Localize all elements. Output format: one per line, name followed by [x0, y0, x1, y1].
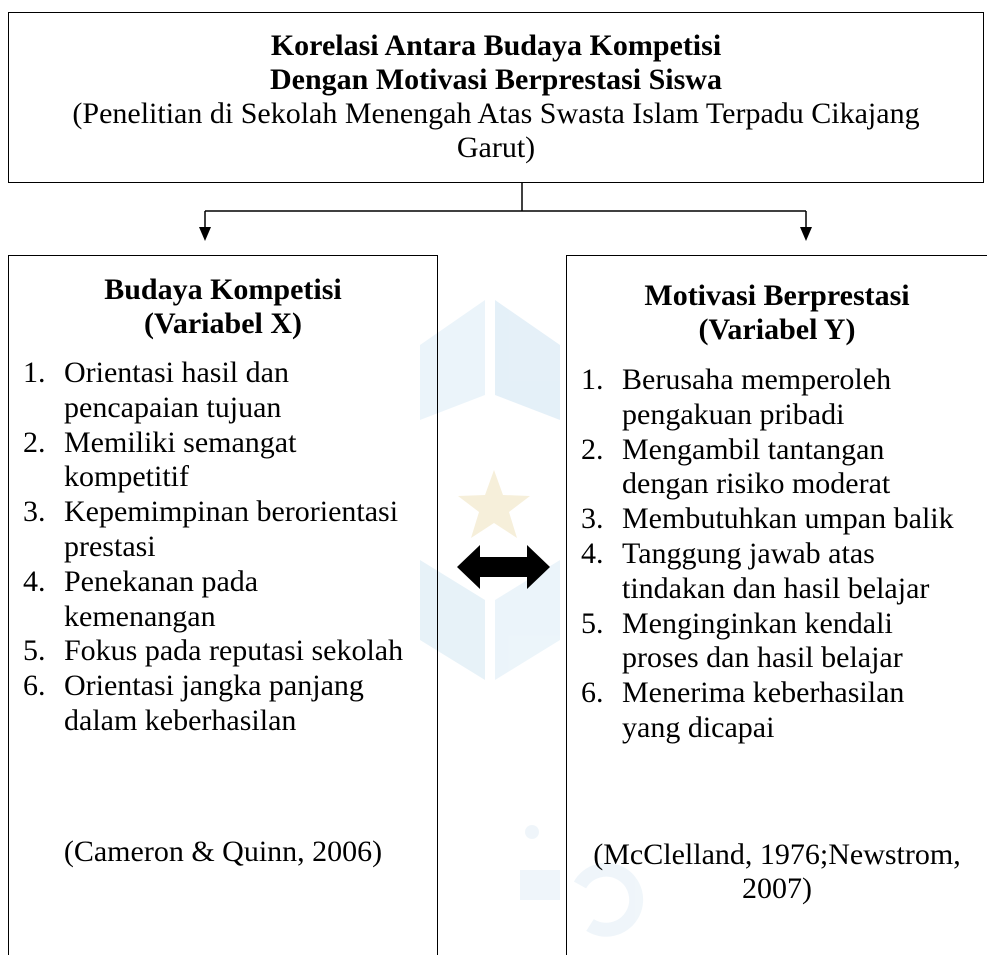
title-box: Korelasi Antara Budaya Kompetisi Dengan … — [8, 12, 984, 183]
item-text: Membutuhkan umpan balik — [622, 502, 954, 536]
item-text: Kepemimpinan berorientasi — [64, 495, 399, 529]
item-text: Menginginkan kendali — [622, 606, 893, 640]
item-number: 3. — [23, 495, 46, 529]
item-text: yang dicapai — [622, 710, 775, 744]
item-text: tindakan dan hasil belajar — [622, 571, 930, 605]
variable-x-label: (Variabel X) — [143, 307, 303, 340]
item-number: 5. — [23, 634, 46, 668]
variable-y-box: Motivasi Berprestasi (Variabel Y) 1. Beru… — [566, 255, 987, 955]
item-text: prestasi — [64, 529, 156, 563]
variable-y-title: Motivasi Berprestasi — [644, 279, 910, 312]
variable-x-citation: (Cameron & Quinn, 2006) — [63, 835, 383, 868]
item-text: dengan risiko moderat — [622, 467, 891, 501]
variable-y-heading: Motivasi Berprestasi (Variabel Y) — [567, 279, 987, 347]
item-text: Berusaha memperoleh — [622, 363, 892, 396]
list-item: 3. Membutuhkan umpan balik — [567, 502, 987, 537]
item-text: kompetitif — [64, 460, 189, 494]
item-number: 4. — [23, 564, 46, 598]
item-text: dalam keberhasilan — [64, 703, 297, 737]
citation-line-2: 2007) — [742, 872, 812, 905]
item-text: Penekanan pada — [64, 564, 259, 598]
item-number: 1. — [23, 356, 46, 389]
title-subtitle: (Penelitian di Sekolah Menengah Atas Swa… — [72, 97, 920, 164]
item-number: 6. — [23, 669, 46, 703]
down-arrow-icon — [199, 227, 211, 241]
item-text: Fokus pada reputasi sekolah — [64, 634, 404, 668]
item-number: 6. — [581, 676, 604, 710]
citation-line-1: (McClelland, 1976;Newstrom, — [593, 838, 961, 871]
item-number: 5. — [581, 606, 604, 640]
item-text: pengakuan pribadi — [622, 397, 845, 431]
star-watermark-icon — [458, 470, 530, 538]
item-number: 4. — [581, 536, 604, 570]
item-text: Menerima keberhasilan — [622, 676, 905, 710]
item-number: 1. — [581, 363, 604, 396]
item-number: 2. — [581, 432, 604, 466]
down-arrow-icon — [800, 227, 812, 241]
item-text: kemenangan — [64, 599, 216, 633]
variable-y-label: (Variabel Y) — [698, 313, 856, 346]
item-text: Memiliki semangat — [64, 425, 297, 459]
variable-x-heading: Budaya Kompetisi (Variabel X) — [9, 273, 437, 341]
item-text: Mengambil tantangan — [622, 432, 885, 466]
variable-y-citation: (McClelland, 1976;Newstrom, 2007) — [567, 838, 987, 906]
item-text: proses dan hasil belajar — [622, 641, 903, 675]
double-headed-arrow-icon — [457, 545, 550, 589]
variable-x-title: Budaya Kompetisi — [104, 273, 342, 306]
item-text: Orientasi jangka panjang — [64, 669, 364, 703]
item-text: pencapaian tujuan — [64, 390, 282, 424]
title-line-1: Korelasi Antara Budaya Kompetisi — [270, 29, 722, 62]
item-text: Tanggung jawab atas — [622, 536, 875, 570]
list-item: 5. Fokus pada reputasi sekolah — [9, 634, 437, 669]
item-number: 3. — [581, 502, 604, 536]
item-text: Orientasi hasil dan — [64, 356, 289, 389]
variable-x-box: Budaya Kompetisi (Variabel X) 1. Orientas… — [8, 255, 438, 955]
item-number: 2. — [23, 425, 46, 459]
title-line-2: Dengan Motivasi Berprestasi Siswa — [270, 63, 722, 96]
